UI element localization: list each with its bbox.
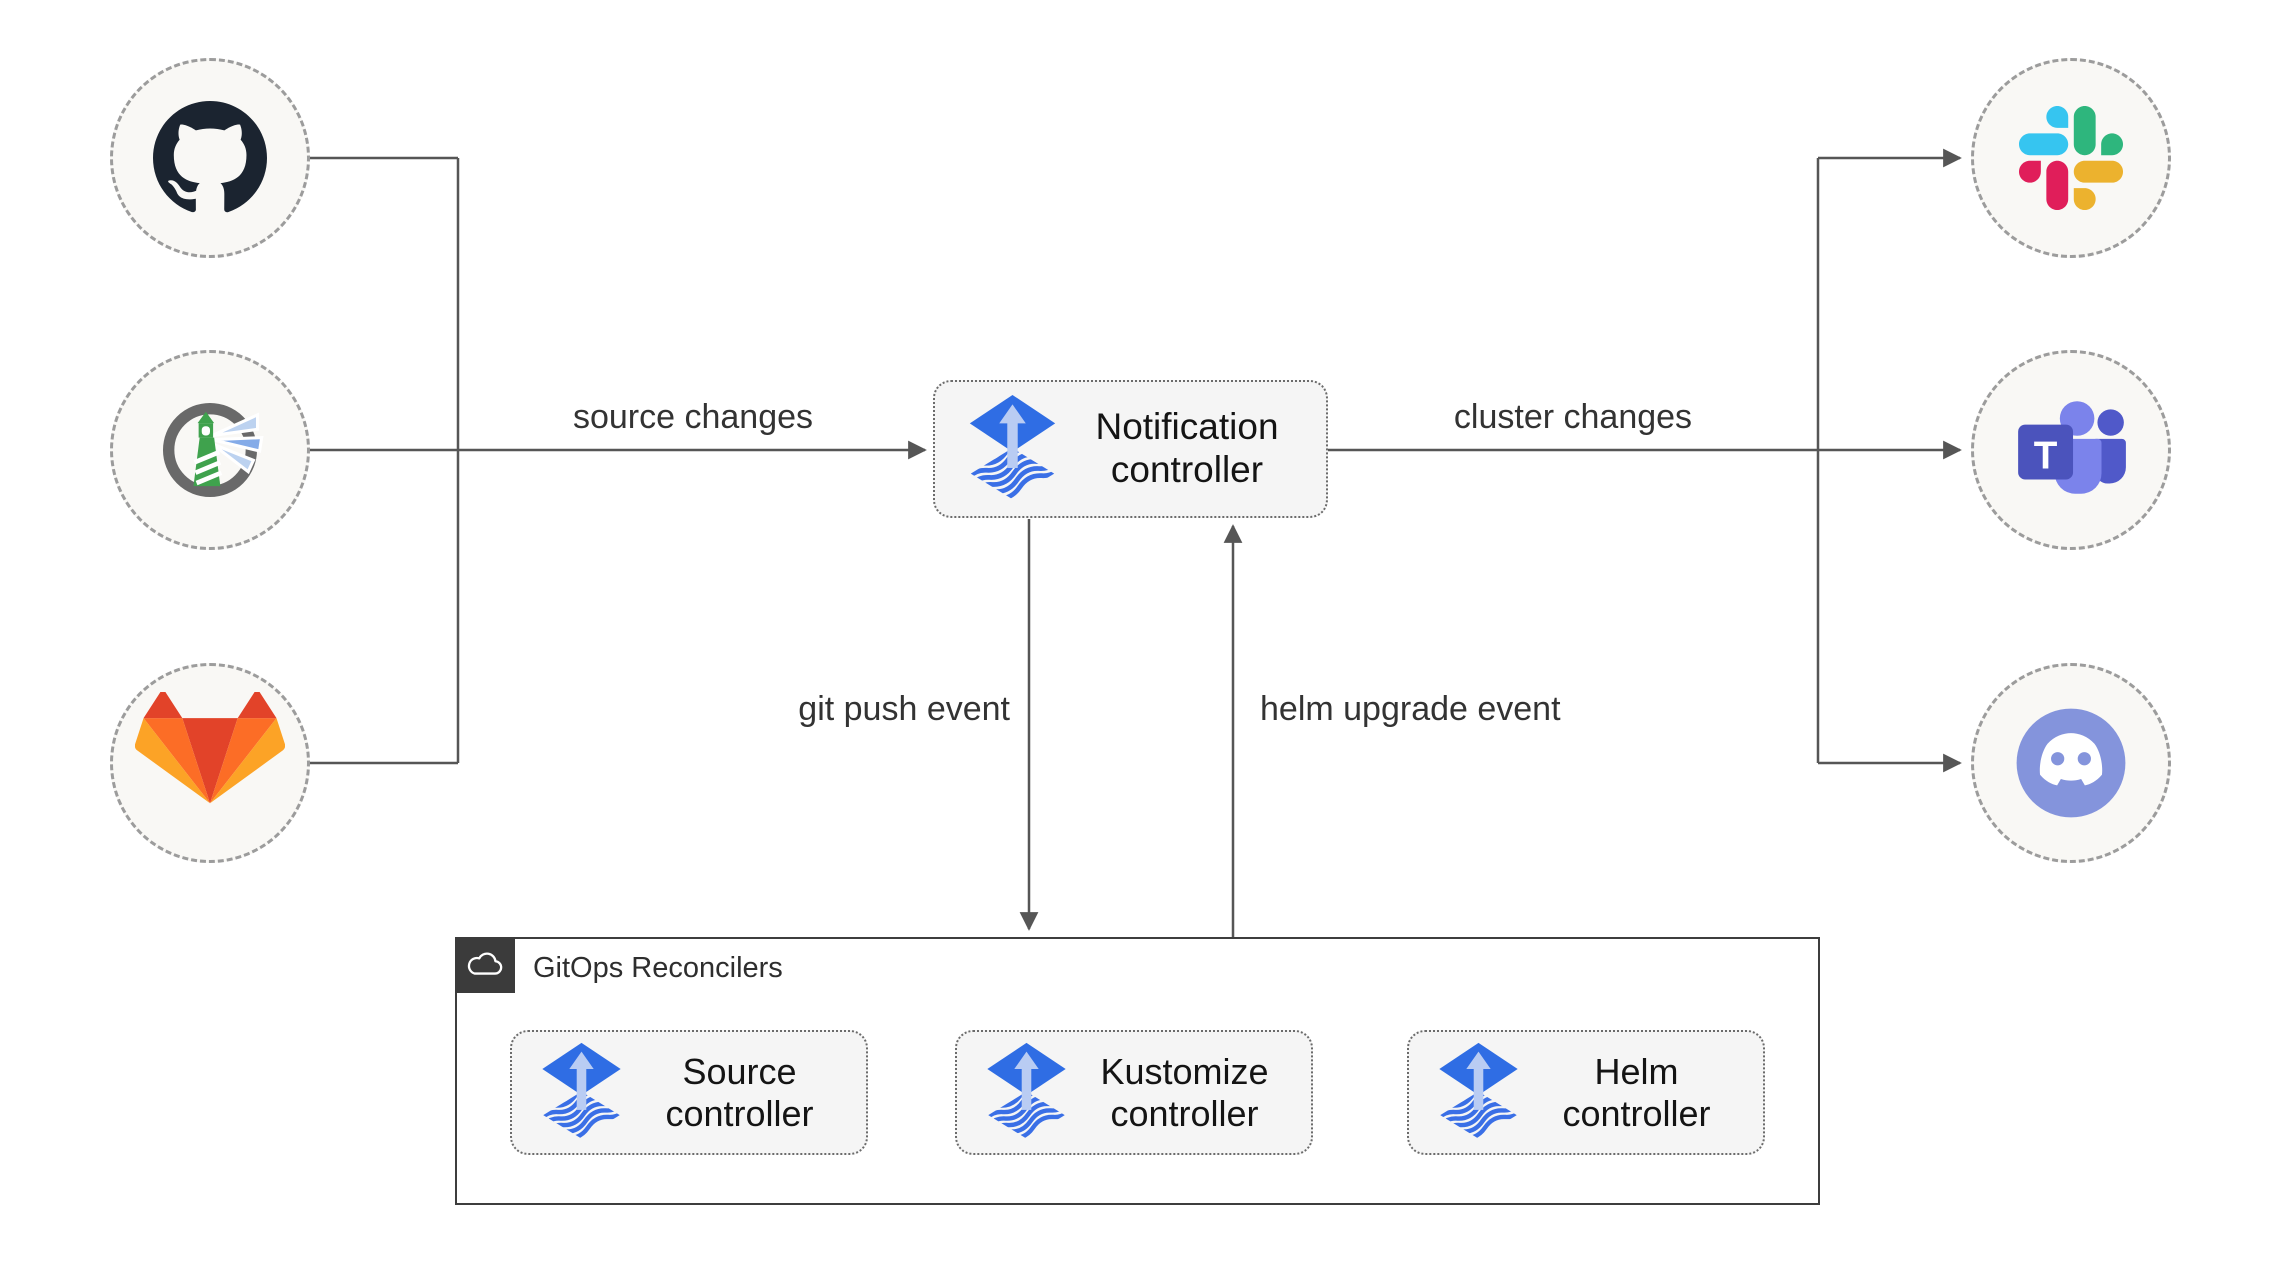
svg-text:T: T xyxy=(2034,434,2058,477)
flux-icon xyxy=(965,394,1060,504)
edge-label-cluster-changes: cluster changes xyxy=(1453,398,1693,436)
source-controller-label: Source controller xyxy=(665,1050,814,1134)
github-icon xyxy=(153,101,267,213)
kustomize-controller-box: Kustomize controller xyxy=(955,1030,1313,1155)
notification-controller-label: Notification controller xyxy=(1095,406,1279,490)
slack-icon xyxy=(2019,106,2123,210)
teams-icon: T xyxy=(2018,401,2126,494)
node-slack xyxy=(1971,58,2171,258)
gitops-reconcilers-group: GitOps Reconcilers Source controller Kus… xyxy=(455,937,1820,1205)
flux-icon xyxy=(1435,1042,1522,1143)
cloud-icon xyxy=(467,952,503,975)
flux-icon xyxy=(983,1042,1070,1143)
edge-label-helm-upgrade-event: helm upgrade event xyxy=(1260,690,1561,728)
helm-controller-box: Helm controller xyxy=(1407,1030,1765,1155)
node-gitlab xyxy=(110,663,310,863)
node-github xyxy=(110,58,310,258)
group-title: GitOps Reconcilers xyxy=(533,952,783,984)
node-discord xyxy=(1971,663,2171,863)
node-harbor xyxy=(110,350,310,550)
gitlab-icon xyxy=(135,691,285,803)
edge-label-git-push-event: git push event xyxy=(798,690,1010,728)
node-teams: T xyxy=(1971,350,2171,550)
helm-controller-label: Helm controller xyxy=(1562,1050,1711,1134)
notification-controller-box: Notification controller xyxy=(933,380,1328,518)
harbor-icon xyxy=(162,402,264,498)
group-badge xyxy=(455,937,515,993)
source-controller-box: Source controller xyxy=(510,1030,868,1155)
edge-label-source-changes: source changes xyxy=(572,398,814,436)
kustomize-controller-label: Kustomize controller xyxy=(1100,1050,1269,1134)
discord-icon xyxy=(2016,708,2126,818)
flux-icon xyxy=(538,1042,625,1143)
